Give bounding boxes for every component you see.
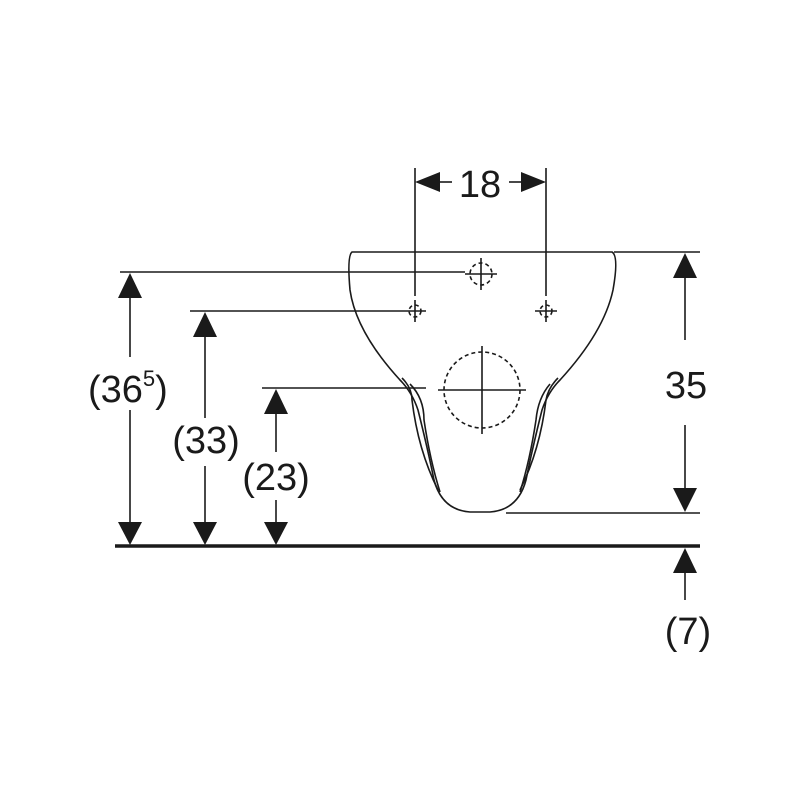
- dimension-35: 35: [506, 251, 707, 514]
- mounting-hole-right: [535, 300, 557, 322]
- dimension-7: (7): [665, 548, 711, 653]
- dimension-18-label: 18: [459, 164, 501, 206]
- dimension-23-label: (23): [242, 457, 310, 499]
- toilet-bowl-outline: [348, 251, 617, 513]
- dimension-36-5-close: ): [155, 369, 168, 411]
- mounting-hole-left: [404, 300, 426, 322]
- dimension-36-5-label: (365): [88, 366, 168, 411]
- dimension-35-label: 35: [665, 365, 707, 407]
- dimension-36-5-main: (36: [88, 369, 143, 411]
- mounting-hole-top: [465, 258, 497, 290]
- dimension-33: (33): [172, 310, 404, 545]
- dimension-23: (23): [242, 387, 426, 545]
- dimension-36-5-superscript: 5: [143, 366, 155, 391]
- dimension-33-label: (33): [172, 420, 240, 462]
- dimension-18: 18: [414, 164, 547, 296]
- dimension-36-5: (365): [88, 271, 465, 545]
- dimension-7-label: (7): [665, 611, 711, 653]
- waste-outlet-circle: [438, 346, 526, 434]
